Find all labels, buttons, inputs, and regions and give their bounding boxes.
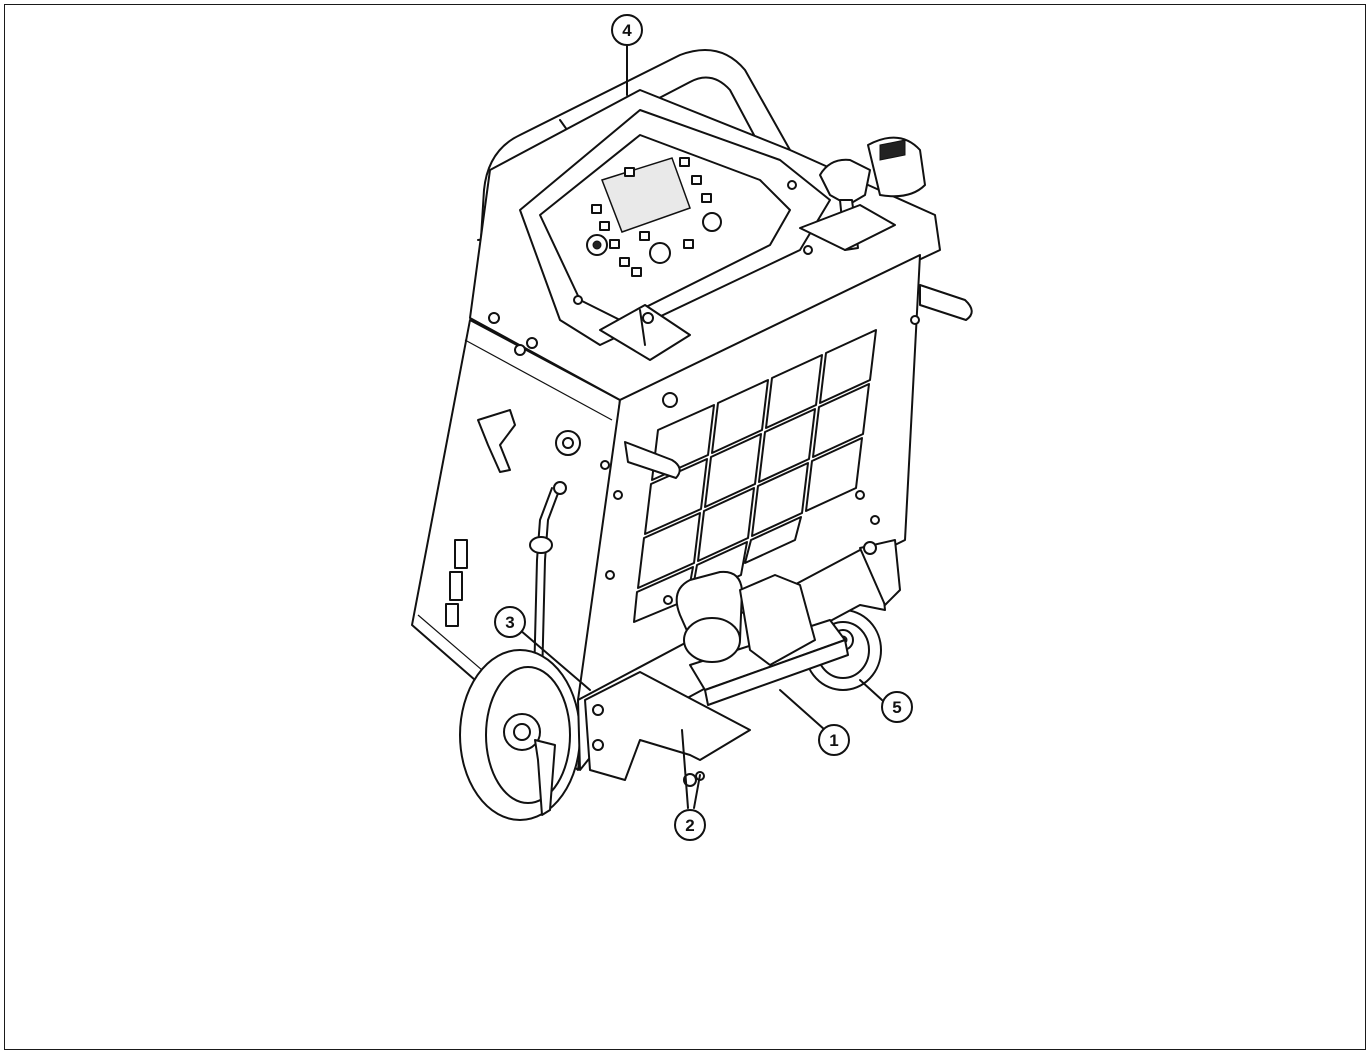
callout-2-label: 2 (685, 816, 694, 835)
gear-lever (799, 136, 926, 251)
callout-4: 4 (611, 14, 643, 46)
rear-wheel (459, 649, 581, 821)
callout-1: 1 (818, 724, 850, 756)
callout-5: 5 (881, 691, 913, 723)
knob-center-icon (649, 242, 671, 264)
hanging-rod (529, 481, 567, 761)
control-console (469, 89, 941, 401)
knob-right-icon (702, 212, 722, 232)
callout-1-label: 1 (829, 731, 838, 750)
callout-3-label: 3 (505, 613, 514, 632)
wire-compartment (599, 304, 691, 361)
bolts (488, 180, 920, 605)
callout-4-label: 4 (622, 21, 632, 40)
front-panel (577, 254, 921, 701)
display-screen (601, 157, 691, 233)
lower-chassis (577, 539, 901, 787)
side-handles (445, 284, 973, 627)
callout-2: 2 (674, 809, 706, 841)
leader-lines (519, 44, 883, 809)
callout-3: 3 (494, 606, 526, 638)
callout-5-label: 5 (892, 698, 901, 717)
wing-nut-icon (477, 409, 516, 473)
